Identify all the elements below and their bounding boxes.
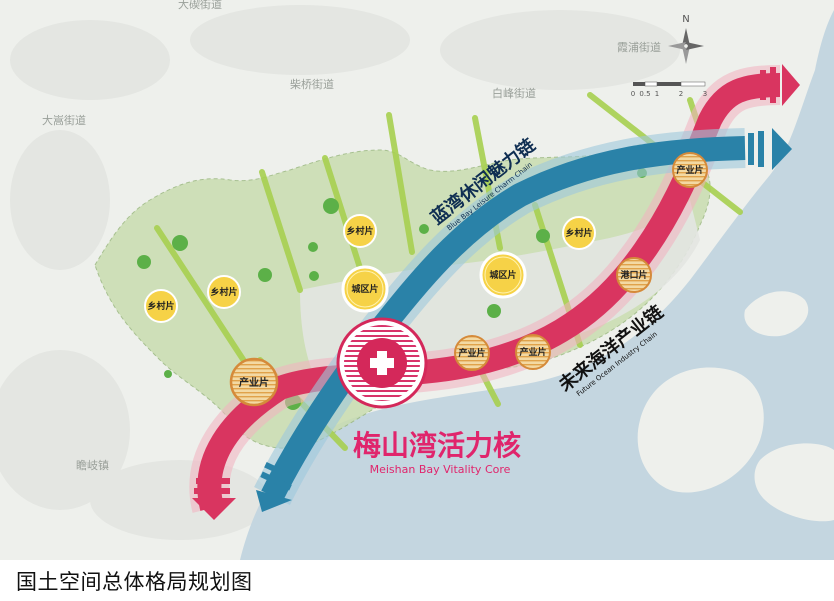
village-zone-marker: 乡村片	[144, 289, 178, 323]
port-zone-marker: 港口片	[616, 257, 652, 293]
zone-label: 乡村片	[147, 300, 174, 312]
zone-label: 产业片	[239, 376, 269, 389]
island-large	[637, 367, 764, 493]
village-zone-marker: 乡村片	[343, 214, 377, 248]
core-title: 梅山湾活力核	[353, 429, 521, 462]
place-label: 大嵩街道	[42, 113, 86, 127]
zone-label: 城区片	[351, 283, 378, 295]
zone-label: 产业片	[458, 347, 485, 359]
industry-zone-marker: 产业片	[672, 152, 708, 188]
red-chain-arrow-top	[760, 64, 800, 106]
scale-tick: 1	[655, 90, 659, 98]
industry-zone-marker: 产业片	[454, 335, 490, 371]
village-zone-marker: 乡村片	[562, 216, 596, 250]
green-node	[172, 235, 188, 251]
industry-zone-marker: 产业片	[515, 334, 551, 370]
green-node	[137, 255, 151, 269]
vitality-core-label: 梅山湾活力核 Meishan Bay Vitality Core	[353, 429, 521, 476]
zone-label: 产业片	[676, 164, 703, 176]
vitality-core-marker	[336, 317, 428, 409]
zone-label: 产业片	[519, 346, 546, 358]
zone-label: 城区片	[489, 269, 516, 281]
green-axis	[154, 225, 253, 373]
north-label: N	[682, 14, 689, 25]
place-label: 霞浦街道	[617, 40, 661, 54]
place-label: 大碶街道	[178, 0, 222, 11]
terrain-texture	[0, 5, 680, 540]
scale-bar: 0 0.5 1 2 3	[631, 81, 707, 98]
place-label: 白峰街道	[492, 86, 536, 100]
blue-leisure-chain	[254, 128, 792, 512]
city-zone-marker: 城区片	[479, 251, 527, 299]
green-node	[536, 229, 550, 243]
place-label: 瞻岐镇	[76, 458, 109, 472]
zone-label: 乡村片	[565, 227, 592, 239]
city-zone-marker: 城区片	[341, 265, 389, 313]
scale-tick: 0.5	[639, 90, 650, 98]
blue-chain-arrow-right	[748, 128, 792, 170]
green-node	[309, 271, 319, 281]
scale-tick: 3	[703, 90, 707, 98]
green-node	[258, 268, 272, 282]
zone-label: 乡村片	[210, 286, 237, 298]
village-zone-marker: 乡村片	[207, 275, 241, 309]
scale-tick: 2	[679, 90, 683, 98]
zone-markers: 乡村片 乡村片 乡村片 乡村片 城区片 城区片 产业片	[144, 152, 708, 407]
planning-map: 大嵩街道 柴桥街道 白峰街道 大碶街道 霞浦街道 瞻岐镇	[0, 0, 834, 560]
green-node	[487, 304, 501, 318]
industry-zone-marker: 产业片	[229, 357, 279, 407]
zone-label: 港口片	[620, 269, 647, 281]
place-labels: 大嵩街道 柴桥街道 白峰街道 大碶街道 霞浦街道 瞻岐镇	[42, 0, 661, 472]
core-subtitle: Meishan Bay Vitality Core	[370, 463, 511, 476]
place-label: 柴桥街道	[290, 77, 334, 91]
island-east	[754, 443, 834, 522]
green-axis	[259, 169, 303, 293]
zone-label: 乡村片	[346, 225, 373, 237]
green-node	[164, 370, 172, 378]
scale-tick: 0	[631, 90, 635, 98]
island-small	[744, 291, 809, 337]
green-axis	[386, 112, 415, 255]
north-arrow: N	[668, 14, 704, 64]
green-node	[323, 198, 339, 214]
blue-chain-arrow-left	[256, 461, 294, 512]
green-node	[419, 224, 429, 234]
figure-caption: 国土空间总体格局规划图	[16, 570, 253, 594]
green-node	[308, 242, 318, 252]
green-axis	[322, 155, 363, 271]
red-chain-arrow-bottom	[192, 478, 236, 520]
